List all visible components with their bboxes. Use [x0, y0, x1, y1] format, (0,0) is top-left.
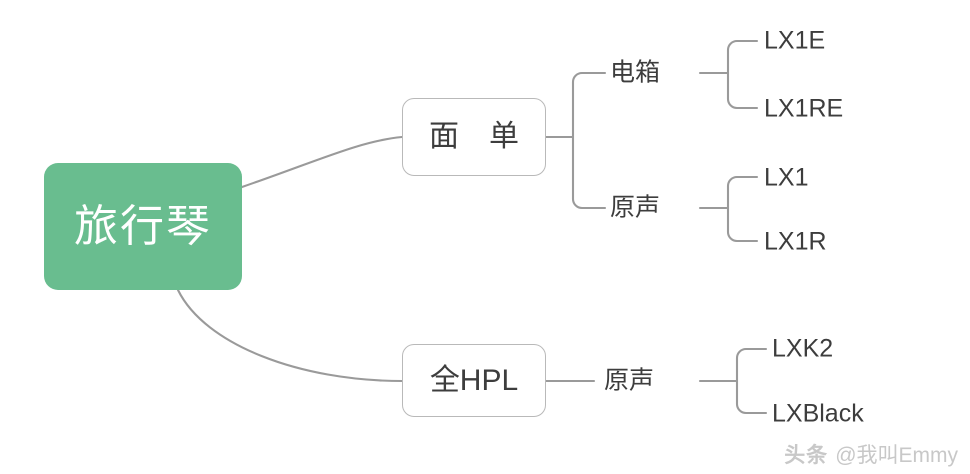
watermark-brand: 头条 [784, 444, 829, 467]
node-lx1re-label: LX1RE [764, 94, 844, 123]
node-lxk2[interactable]: LXK2 [772, 334, 834, 363]
node-yuan-sheng-2[interactable]: 原声 [604, 366, 655, 395]
node-lxblack[interactable]: LXBlack [772, 399, 864, 428]
node-lxk2-label: LXK2 [772, 334, 834, 363]
node-quan-hpl-label: 全HPL [429, 363, 519, 397]
node-lx1r-label: LX1R [764, 227, 827, 256]
node-mian-dan-label: 面 单 [429, 120, 519, 153]
watermark: 头条 @我叫Emmy [784, 445, 958, 466]
watermark-handle: @我叫Emmy [835, 444, 958, 467]
bracket-mian-dan [571, 71, 607, 210]
edge-root-to-mian-dan [240, 135, 404, 189]
node-quan-hpl[interactable]: 全HPL [402, 344, 546, 417]
node-lx1e-label: LX1E [764, 26, 826, 55]
node-lx1-label: LX1 [764, 163, 809, 192]
node-lxblack-label: LXBlack [772, 399, 864, 428]
node-lx1r[interactable]: LX1R [764, 227, 827, 256]
root-node[interactable]: 旅行琴 [44, 163, 242, 290]
edge-root-to-quan-hpl [176, 288, 404, 383]
node-lx1[interactable]: LX1 [764, 163, 809, 192]
bracket-yuansheng1 [726, 175, 759, 243]
node-yuan-sheng-1-label: 原声 [610, 193, 661, 222]
bracket-dianxiang [726, 39, 759, 110]
node-lx1re[interactable]: LX1RE [764, 94, 844, 123]
node-dian-xiang[interactable]: 电箱 [610, 58, 661, 87]
node-dian-xiang-label: 电箱 [610, 58, 661, 87]
node-yuan-sheng-2-label: 原声 [604, 366, 655, 395]
root-node-label: 旅行琴 [74, 201, 212, 251]
node-yuan-sheng-1[interactable]: 原声 [610, 193, 661, 222]
node-lx1e[interactable]: LX1E [764, 26, 826, 55]
node-mian-dan[interactable]: 面 单 [402, 98, 546, 176]
bracket-yuansheng2 [735, 347, 768, 415]
